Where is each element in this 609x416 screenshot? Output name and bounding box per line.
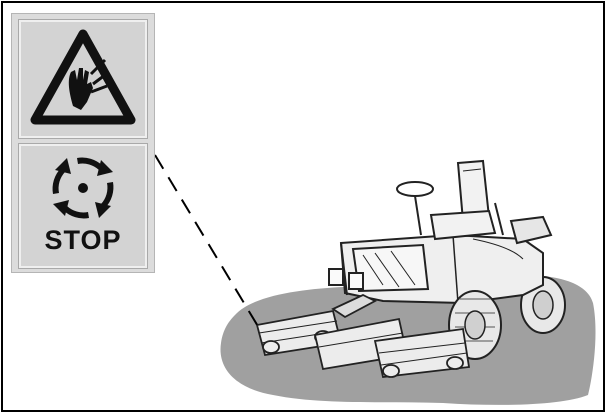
mower-body bbox=[339, 233, 544, 305]
mower-illustration bbox=[154, 154, 596, 405]
headlights bbox=[328, 268, 364, 290]
illustration-frame: STOP bbox=[1, 1, 605, 412]
rops-bar bbox=[494, 202, 553, 245]
warning-panel bbox=[19, 20, 147, 138]
operator-seat bbox=[429, 159, 497, 241]
stop-label: STOP bbox=[44, 225, 122, 255]
callout-leader-line bbox=[154, 154, 260, 329]
stop-panel: STOP bbox=[19, 144, 147, 268]
steering-wheel bbox=[396, 181, 434, 236]
safety-decal: STOP bbox=[11, 13, 155, 273]
cutting-units bbox=[255, 294, 471, 378]
